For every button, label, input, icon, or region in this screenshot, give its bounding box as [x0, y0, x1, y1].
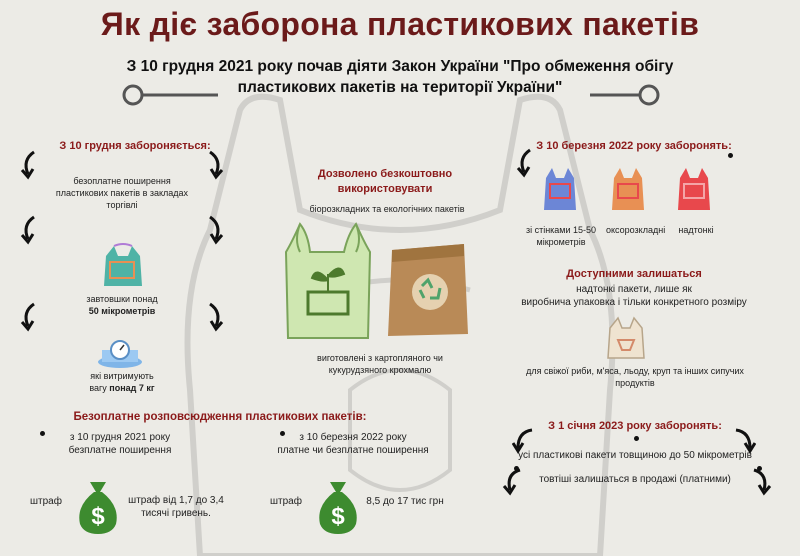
right-bag-1-label: зі стінками 15-50 мікрометрів: [525, 225, 597, 247]
left-item-3-line-1: які витримують: [90, 371, 154, 381]
fine-2-value: 8,5 до 17 тис грн: [366, 496, 444, 507]
bullet-dot: [280, 431, 285, 436]
right-bag-3-label: надтонкі: [678, 225, 714, 235]
teal-plastic-bag-icon: [104, 243, 142, 286]
available-heading: Доступними залишаться: [566, 268, 702, 280]
center-note: виготовлені з картопляного чи кукурудзян…: [317, 353, 443, 375]
curved-arrow-icon: [753, 468, 772, 496]
paper-bag-icon: [388, 244, 468, 336]
center-subheading: біорозкладних та екологічних пакетів: [309, 204, 465, 214]
left-item-3: які витримують вагу понад 7 кг: [72, 370, 172, 394]
subtitle-line-2: пластикових пакетів на території України…: [237, 79, 563, 96]
curved-arrow-icon: [735, 428, 756, 454]
left-item-2-line-2: 50 мікрометрів: [88, 306, 156, 316]
curved-arrow-icon: [20, 302, 35, 332]
center-heading: Дозволено безкоштовно використовувати: [317, 168, 453, 195]
bullet-dot: [514, 466, 519, 471]
bottom-left-col-2: з 10 березня 2022 року платне чи безплат…: [277, 432, 429, 456]
svg-text:$: $: [331, 503, 345, 530]
bottom-right-line-2: товтіші залишаться в продажі (платними): [539, 474, 731, 485]
fine-1-value: штраф від 1,7 до 3,4 тисячі гривень.: [128, 495, 224, 519]
biodegradable-bag-icon: [284, 222, 372, 339]
bullet-dot: [728, 153, 733, 158]
money-bag-icon: $: [79, 482, 117, 534]
bottom-right-heading: З 1 січня 2023 року заборонять:: [548, 420, 722, 432]
page-title: Як діє заборона пластикових пакетів: [100, 6, 700, 42]
left-item-2: завтовшки понад 50 мікрометрів: [72, 293, 172, 317]
bullet-dot: [40, 431, 45, 436]
left-heading: З 10 грудня забороняється:: [59, 140, 211, 152]
curved-arrow-icon: [209, 302, 224, 332]
bullet-dot: [757, 466, 762, 471]
title-divider: [122, 84, 660, 106]
bullet-dot: [634, 436, 639, 441]
curved-arrow-icon: [512, 428, 533, 454]
divider-right-circle: [638, 84, 660, 106]
left-item-2-line-1: завтовшки понад: [86, 294, 158, 304]
subtitle: З 10 грудня 2021 року почав діяти Закон …: [60, 56, 740, 98]
curved-arrow-icon: [209, 150, 224, 180]
orange-plastic-bag-icon: [612, 168, 644, 210]
curved-arrow-icon: [516, 148, 531, 178]
right-heading: З 10 березня 2022 року заборонять:: [536, 140, 732, 152]
fine-2-label: штраф: [270, 496, 302, 507]
bottom-left-col-1: з 10 грудня 2021 року безплатне поширенн…: [68, 432, 172, 456]
red-plastic-bag-icon: [678, 168, 710, 210]
curved-arrow-icon: [209, 215, 224, 245]
svg-text:$: $: [91, 503, 105, 530]
right-bag-2-label: оксорозкладні: [606, 225, 666, 235]
blue-plastic-bag-icon: [544, 168, 576, 210]
bottom-left-heading: Безоплатне розповсюдження пластикових па…: [73, 411, 367, 423]
available-text: надтонкі пакети, лише як виробнича упако…: [521, 284, 747, 308]
available-note: для свіжої риби, м'яса, льоду, круп та і…: [526, 366, 744, 388]
transparent-bag-icon: [607, 316, 645, 359]
left-item-3-line-2: вагу понад 7 кг: [89, 383, 155, 393]
bottom-right-line-1: усі пластикові пакети товщиною до 50 мік…: [518, 450, 752, 461]
divider-left-circle: [122, 84, 144, 106]
left-item-1: безоплатне поширення пластикових пакетів…: [55, 176, 189, 210]
weight-scale-icon: [98, 340, 142, 368]
money-bag-icon: $: [319, 482, 357, 534]
curved-arrow-icon: [20, 150, 35, 180]
fine-1-label: штраф: [30, 496, 62, 507]
curved-arrow-icon: [502, 468, 521, 496]
subtitle-line-1: З 10 грудня 2021 року почав діяти Закон …: [126, 58, 674, 75]
curved-arrow-icon: [20, 215, 35, 245]
